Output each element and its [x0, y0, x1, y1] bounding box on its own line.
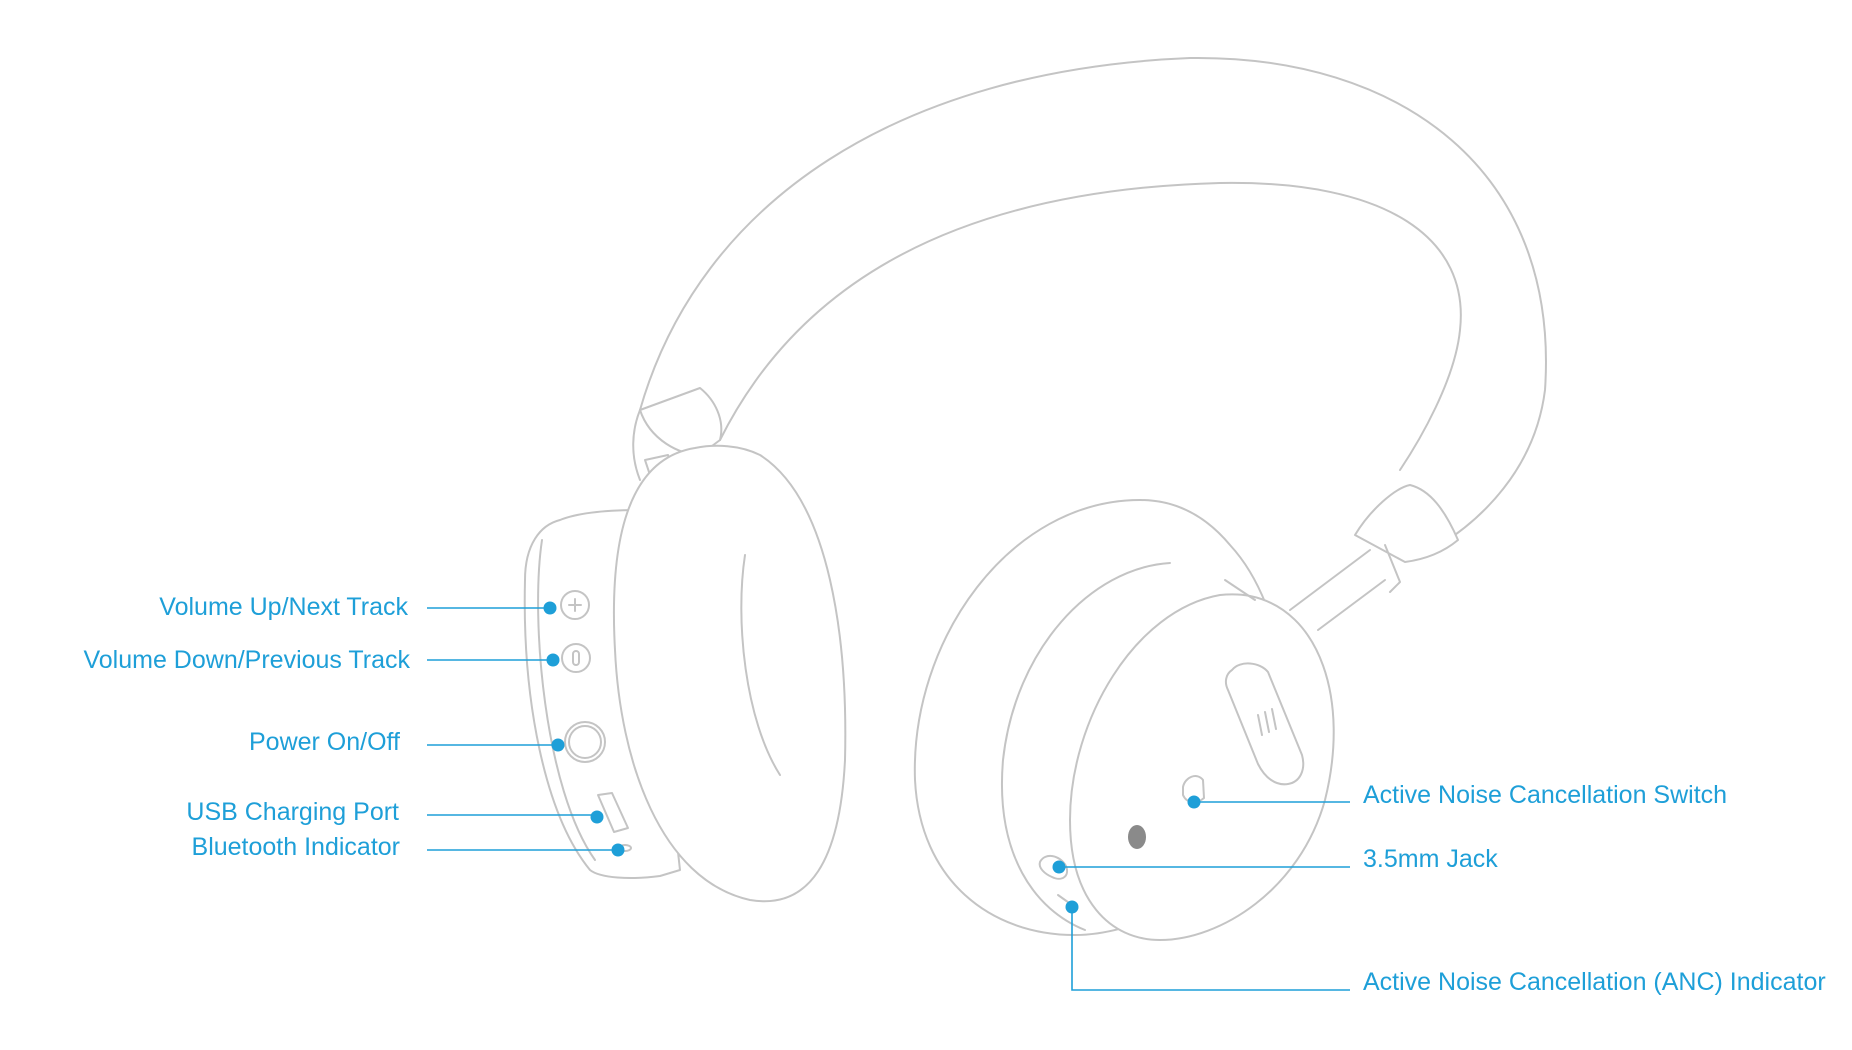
volume-down-button[interactable] [561, 643, 591, 673]
anchor-dot-bluetooth [611, 843, 625, 857]
anchor-dot-volume-up [543, 601, 557, 615]
anchor-dot-power [551, 738, 565, 752]
power-button[interactable] [564, 721, 606, 763]
usb-port[interactable] [597, 792, 629, 833]
callout-power: Power On/Off [249, 728, 565, 756]
callout-label-volume-down: Volume Down/Previous Track [83, 646, 410, 674]
anchor-dot-anc-indicator [1065, 900, 1079, 914]
callout-label-anc-switch: Active Noise Cancellation Switch [1363, 781, 1727, 809]
callout-label-bluetooth: Bluetooth Indicator [192, 833, 400, 861]
callout-label-anc-indicator: Active Noise Cancellation (ANC) Indicato… [1363, 968, 1826, 996]
callout-usb: USB Charging Port [186, 798, 604, 826]
headband [632, 56, 1547, 631]
callout-label-jack: 3.5mm Jack [1363, 845, 1498, 873]
callout-anc-indicator: Active Noise Cancellation (ANC) Indicato… [1065, 900, 1826, 996]
callout-anc-switch: Active Noise Cancellation Switch [1187, 781, 1727, 809]
callout-volume-up: Volume Up/Next Track [159, 593, 557, 621]
volume-up-button[interactable] [560, 590, 590, 620]
anchor-dot-anc-switch [1187, 795, 1201, 809]
left-earcup [523, 444, 847, 903]
callout-volume-down: Volume Down/Previous Track [83, 646, 560, 674]
microphone-hole [1128, 825, 1146, 849]
anchor-dot-jack [1052, 860, 1066, 874]
leader-line-anc-indicator [1071, 907, 1350, 991]
callout-label-volume-up: Volume Up/Next Track [159, 593, 408, 621]
callout-label-usb: USB Charging Port [186, 798, 399, 826]
anchor-dot-volume-down [546, 653, 560, 667]
callout-bluetooth: Bluetooth Indicator [192, 833, 625, 861]
callout-label-power: Power On/Off [249, 728, 400, 756]
anc-switch[interactable] [1182, 775, 1205, 804]
right-earcup [913, 499, 1335, 941]
callout-jack: 3.5mm Jack [1052, 845, 1498, 874]
anchor-dot-usb [590, 810, 604, 824]
logo-slider [1224, 662, 1305, 786]
